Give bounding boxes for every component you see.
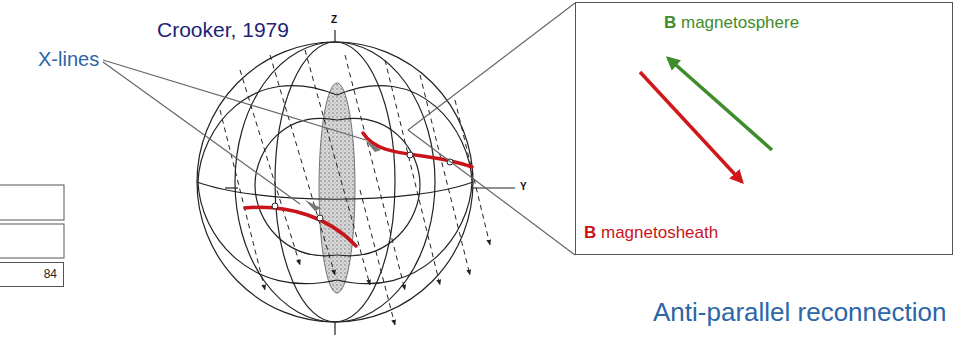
caption-label: Anti-parallel reconnection [653,298,946,328]
field-label: B magnetosphere [664,13,799,33]
citation-text: Crooker, 1979 [157,18,289,42]
field-vector [640,58,772,182]
cell-number: 84 [44,268,57,282]
callout-label: X-lines [38,48,99,71]
axis-label: Z [331,14,337,26]
flow-arrow [305,140,381,211]
table-cell: 84 [0,262,64,287]
table-fragment [0,185,64,258]
axis-label: Y [520,181,527,193]
x-line-points [272,152,453,221]
magnetosphere-globe [197,30,515,335]
field-label: B magnetosheath [584,223,718,243]
inset-box: B magnetosphere B magnetosheath [575,2,953,255]
leader-line [103,60,366,204]
inset-leader [408,3,575,255]
magnetosheath-field-lines [220,50,490,325]
